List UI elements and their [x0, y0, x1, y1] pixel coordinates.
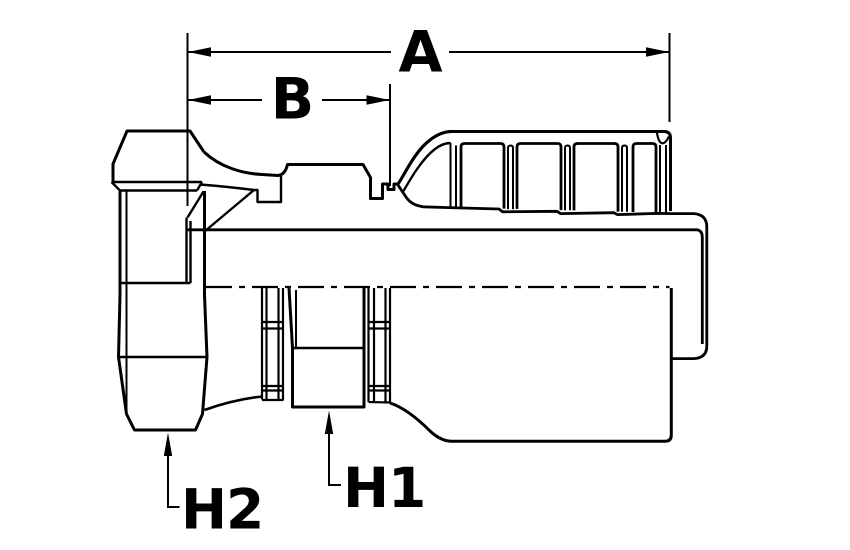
arrow-a-right — [646, 47, 669, 57]
bottom-exterior — [204, 287, 673, 443]
ferrule-end-ridge — [659, 145, 667, 213]
h1-hex-label: H1 — [343, 456, 425, 520]
arrow-a-left — [188, 47, 211, 57]
nut-chamfer-ring — [110, 180, 204, 192]
nut-crown-outline — [111, 129, 206, 182]
h1-hex-outline — [287, 287, 366, 409]
crimp-ferrule — [396, 130, 709, 360]
dimension-arrowheads — [188, 47, 669, 105]
crimp-block-3 — [572, 142, 620, 212]
h1-arrowhead — [324, 410, 334, 434]
hose-surface-and-rear-cap — [396, 184, 709, 360]
crimp-groove-ridges — [507, 144, 628, 212]
nipple-stem — [187, 130, 704, 344]
labels: A B H1 H2 — [181, 20, 443, 542]
nut-bore-edges — [120, 217, 192, 285]
arrow-b-right — [366, 95, 390, 105]
ferrule-lead-ridge — [449, 143, 457, 208]
ferrule-end-dip — [655, 132, 670, 145]
hex-callout-arrows — [163, 410, 334, 456]
h1-leader-line — [328, 432, 341, 486]
nut-body-outline — [117, 190, 209, 432]
washer-stack-left — [260, 288, 285, 402]
h2-leader-line — [167, 454, 180, 508]
swivel-nut — [110, 129, 255, 432]
shell-exterior-outline — [389, 288, 673, 443]
stem-groove-pocket — [254, 176, 283, 204]
ferrule-inner-ogee — [402, 141, 451, 192]
ferrule-outer-shell — [396, 130, 672, 211]
dimension-b-label: B — [271, 67, 313, 133]
tube-bore-line — [187, 228, 704, 344]
crimp-block-1 — [459, 142, 506, 209]
nut-to-washer-curve — [204, 395, 263, 412]
dimension-a-label: A — [398, 20, 442, 86]
arrow-b-left — [188, 95, 211, 105]
h2-arrowhead — [163, 432, 173, 456]
h2-hex-label: H2 — [181, 478, 263, 542]
hex-callout-leaders — [167, 432, 341, 508]
crimp-block-4 — [631, 142, 658, 213]
nut-internal-seat — [186, 183, 255, 233]
crimp-block-2 — [515, 142, 563, 211]
washer-stack-right — [367, 288, 392, 404]
